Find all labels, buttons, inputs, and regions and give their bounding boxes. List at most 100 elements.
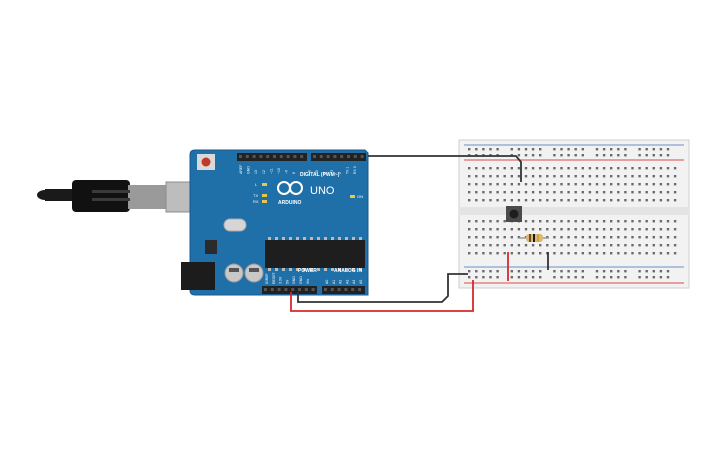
breadboard-hole[interactable] [673, 236, 677, 239]
breadboard-hole[interactable] [517, 183, 521, 186]
breadboard-hole[interactable] [595, 154, 599, 157]
breadboard-hole[interactable] [496, 191, 499, 194]
breadboard-hole[interactable] [553, 244, 556, 247]
header-hole[interactable] [353, 155, 357, 158]
breadboard-hole[interactable] [517, 228, 521, 231]
breadboard-hole[interactable] [517, 175, 521, 178]
breadboard-hole[interactable] [617, 148, 620, 151]
header-hole[interactable] [252, 155, 256, 158]
breadboard-hole[interactable] [595, 199, 599, 202]
header-hole[interactable] [340, 155, 344, 158]
header-hole[interactable] [300, 155, 304, 158]
breadboard-hole[interactable] [546, 175, 549, 178]
breadboard-hole[interactable] [574, 220, 577, 223]
header-hole[interactable] [239, 155, 242, 158]
breadboard-hole[interactable] [567, 276, 570, 279]
breadboard-hole[interactable] [510, 183, 513, 186]
breadboard-hole[interactable] [595, 236, 599, 239]
breadboard-hole[interactable] [560, 148, 563, 151]
breadboard-hole[interactable] [560, 191, 563, 194]
breadboard-hole[interactable] [531, 183, 535, 186]
breadboard-hole[interactable] [581, 191, 584, 194]
breadboard-hole[interactable] [539, 183, 542, 186]
breadboard-hole[interactable] [652, 148, 655, 151]
breadboard-hole[interactable] [602, 270, 606, 273]
breadboard-hole[interactable] [652, 183, 655, 186]
breadboard-hole[interactable] [581, 167, 584, 170]
breadboard-hole[interactable] [581, 175, 584, 178]
breadboard-hole[interactable] [638, 148, 641, 151]
breadboard-hole[interactable] [489, 228, 492, 231]
breadboard-hole[interactable] [510, 167, 513, 170]
breadboard-hole[interactable] [489, 199, 492, 202]
breadboard-hole[interactable] [588, 199, 592, 202]
breadboard-hole[interactable] [539, 154, 542, 157]
breadboard-hole[interactable] [482, 175, 485, 178]
breadboard-hole[interactable] [524, 276, 528, 279]
header-hole[interactable] [259, 155, 263, 158]
breadboard-hole[interactable] [645, 244, 648, 247]
breadboard-hole[interactable] [553, 252, 556, 255]
header-hole[interactable] [358, 288, 361, 291]
breadboard-hole[interactable] [588, 183, 592, 186]
breadboard-hole[interactable] [652, 220, 655, 223]
breadboard-hole[interactable] [468, 276, 471, 279]
breadboard-hole[interactable] [666, 236, 670, 239]
breadboard-hole[interactable] [517, 167, 521, 170]
resistor[interactable] [519, 234, 549, 242]
breadboard-hole[interactable] [581, 270, 584, 273]
breadboard-hole[interactable] [553, 228, 556, 231]
breadboard-hole[interactable] [524, 148, 528, 151]
breadboard-hole[interactable] [659, 191, 663, 194]
breadboard-hole[interactable] [468, 270, 471, 273]
breadboard-hole[interactable] [617, 175, 620, 178]
breadboard-hole[interactable] [524, 252, 528, 255]
breadboard-hole[interactable] [574, 252, 577, 255]
breadboard-hole[interactable] [496, 220, 499, 223]
breadboard-hole[interactable] [638, 244, 641, 247]
breadboard-hole[interactable] [652, 252, 655, 255]
breadboard-hole[interactable] [581, 228, 584, 231]
breadboard-hole[interactable] [489, 270, 492, 273]
breadboard-hole[interactable] [645, 270, 648, 273]
breadboard-hole[interactable] [659, 276, 663, 279]
breadboard-hole[interactable] [638, 228, 641, 231]
breadboard-hole[interactable] [574, 199, 577, 202]
header-hole[interactable] [333, 155, 337, 158]
breadboard-hole[interactable] [524, 154, 528, 157]
breadboard-hole[interactable] [638, 167, 641, 170]
breadboard-hole[interactable] [610, 252, 613, 255]
breadboard-hole[interactable] [610, 154, 613, 157]
breadboard-hole[interactable] [595, 252, 599, 255]
breadboard-hole[interactable] [602, 154, 606, 157]
breadboard-hole[interactable] [581, 183, 584, 186]
breadboard-hole[interactable] [666, 276, 670, 279]
breadboard-hole[interactable] [482, 228, 485, 231]
breadboard-hole[interactable] [524, 191, 528, 194]
breadboard-hole[interactable] [524, 220, 528, 223]
breadboard-hole[interactable] [560, 199, 563, 202]
breadboard-hole[interactable] [666, 270, 670, 273]
breadboard-hole[interactable] [468, 220, 471, 223]
breadboard-hole[interactable] [595, 191, 599, 194]
breadboard-hole[interactable] [666, 252, 670, 255]
breadboard-hole[interactable] [496, 252, 499, 255]
breadboard-hole[interactable] [574, 228, 577, 231]
breadboard-hole[interactable] [567, 167, 570, 170]
breadboard-hole[interactable] [638, 252, 641, 255]
breadboard-hole[interactable] [624, 175, 627, 178]
breadboard-hole[interactable] [659, 270, 663, 273]
breadboard-hole[interactable] [574, 154, 577, 157]
breadboard-hole[interactable] [524, 175, 528, 178]
breadboard-hole[interactable] [567, 191, 570, 194]
breadboard-hole[interactable] [524, 167, 528, 170]
breadboard-hole[interactable] [524, 183, 528, 186]
breadboard-hole[interactable] [666, 220, 670, 223]
breadboard-hole[interactable] [624, 270, 627, 273]
breadboard-hole[interactable] [638, 199, 641, 202]
breadboard-hole[interactable] [624, 276, 627, 279]
header-hole[interactable] [291, 288, 295, 291]
breadboard-hole[interactable] [489, 276, 492, 279]
breadboard-hole[interactable] [482, 199, 485, 202]
breadboard-hole[interactable] [631, 199, 634, 202]
